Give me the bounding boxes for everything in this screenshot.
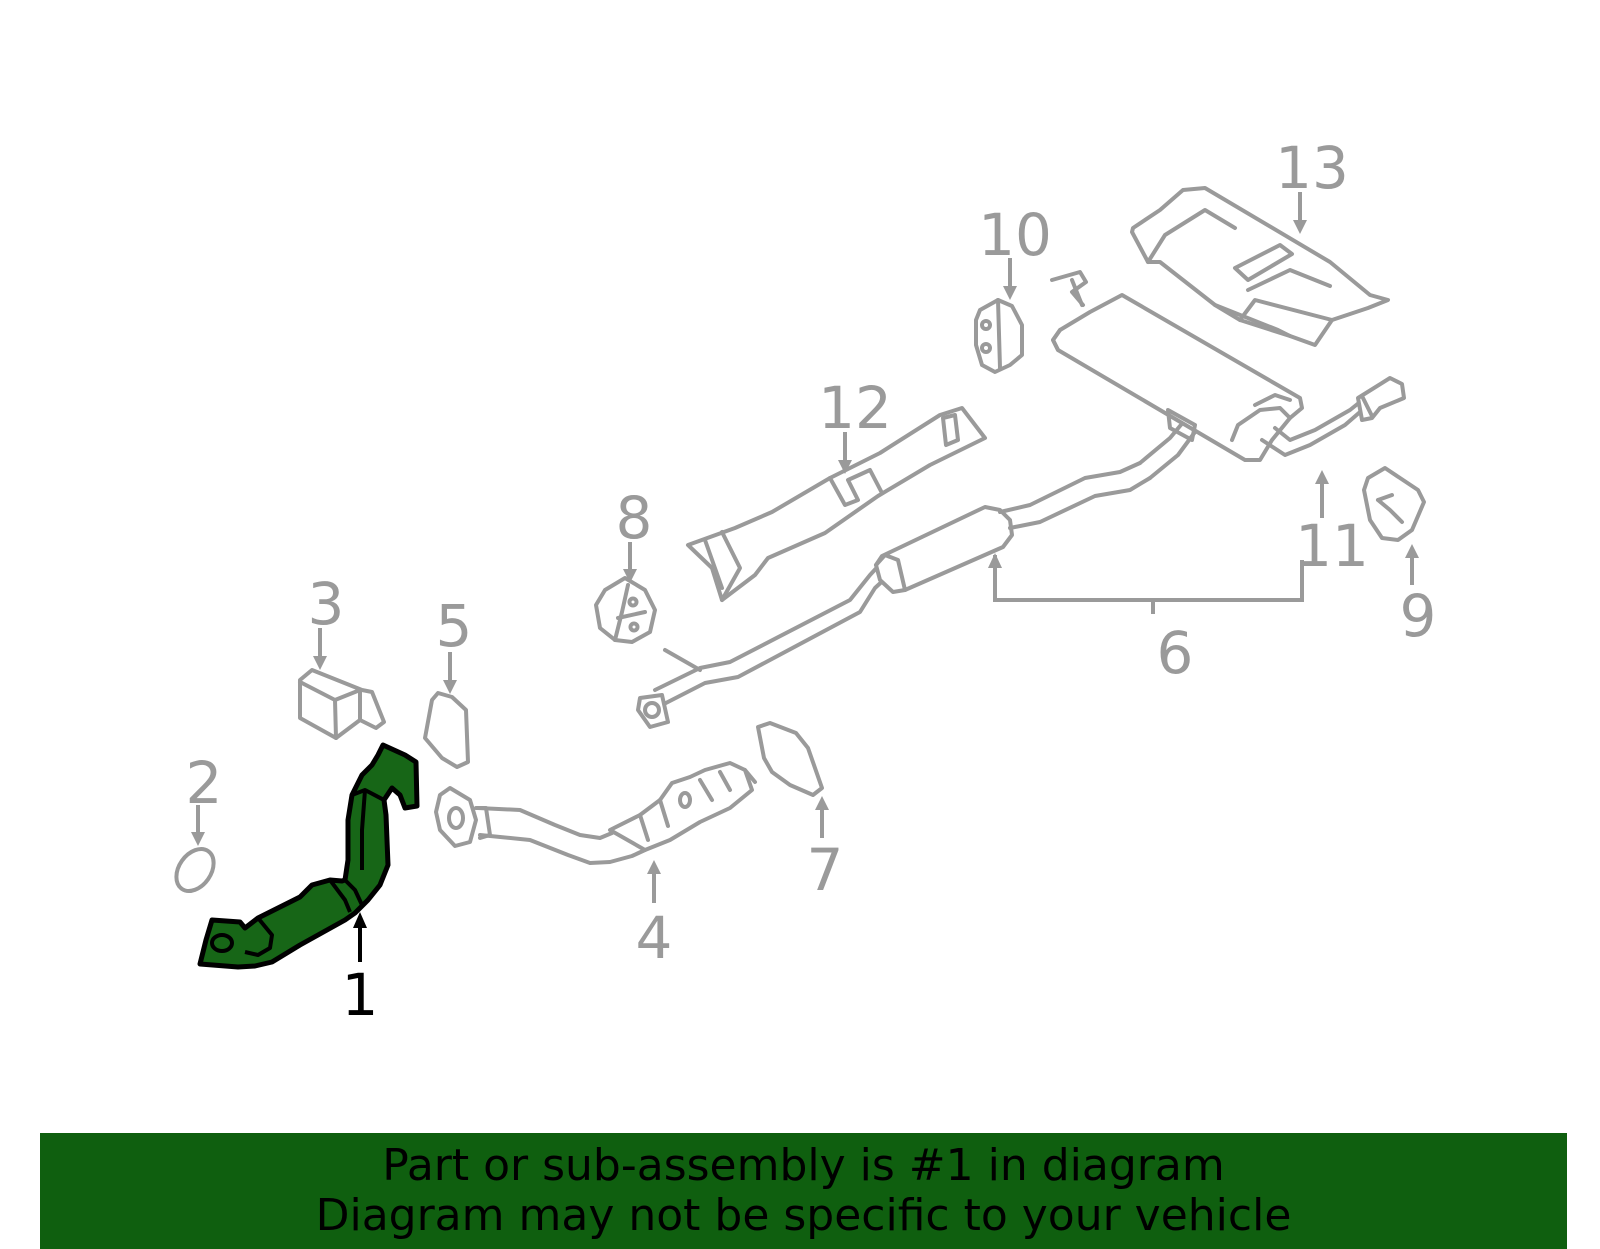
part-4-catalytic-converter[interactable]	[434, 761, 757, 865]
banner-line-1: Part or sub-assembly is #1 in diagram	[382, 1140, 1225, 1191]
callout-4[interactable]: 4	[636, 904, 673, 972]
callout-13[interactable]: 13	[1275, 134, 1349, 202]
exhaust-diagram: 1 2 3 4 5 6 7 8 9 10 11 12 13	[169, 134, 1437, 1029]
info-banner: Part or sub-assembly is #1 in diagram Di…	[40, 1133, 1567, 1249]
callout-2[interactable]: 2	[186, 749, 223, 817]
callout-7[interactable]: 7	[807, 836, 844, 904]
callout-1[interactable]: 1	[342, 961, 379, 1029]
part-11-muffler[interactable]	[1050, 270, 1406, 462]
part-12-heat-shield[interactable]	[686, 406, 987, 602]
callout-6[interactable]: 6	[1157, 619, 1194, 687]
callout-12[interactable]: 12	[818, 374, 892, 442]
callout-10[interactable]: 10	[978, 201, 1052, 269]
callout-11[interactable]: 11	[1295, 512, 1369, 580]
banner-line-2: Diagram may not be specific to your vehi…	[315, 1190, 1292, 1241]
part-3-heat-insulator[interactable]	[298, 668, 386, 740]
callout-9[interactable]: 9	[1400, 582, 1437, 650]
part-9-hanger[interactable]	[1362, 466, 1426, 542]
part-7-gasket[interactable]	[756, 721, 824, 797]
leader-lines	[191, 192, 1419, 962]
part-2-gasket[interactable]	[169, 842, 222, 898]
part-5-gasket[interactable]	[423, 691, 470, 769]
part-10-hanger[interactable]	[974, 298, 1024, 374]
part-8-hanger[interactable]	[594, 576, 657, 644]
callout-5[interactable]: 5	[436, 592, 473, 660]
callout-8[interactable]: 8	[616, 484, 653, 552]
callout-3[interactable]: 3	[308, 570, 345, 638]
callout-labels: 1 2 3 4 5 6 7 8 9 10 11 12 13	[186, 134, 1437, 1029]
part-1-exhaust-front-pipe[interactable]	[197, 742, 420, 970]
part-6-center-pipe[interactable]	[636, 418, 1304, 729]
part-13-heat-shield[interactable]	[1130, 186, 1390, 347]
